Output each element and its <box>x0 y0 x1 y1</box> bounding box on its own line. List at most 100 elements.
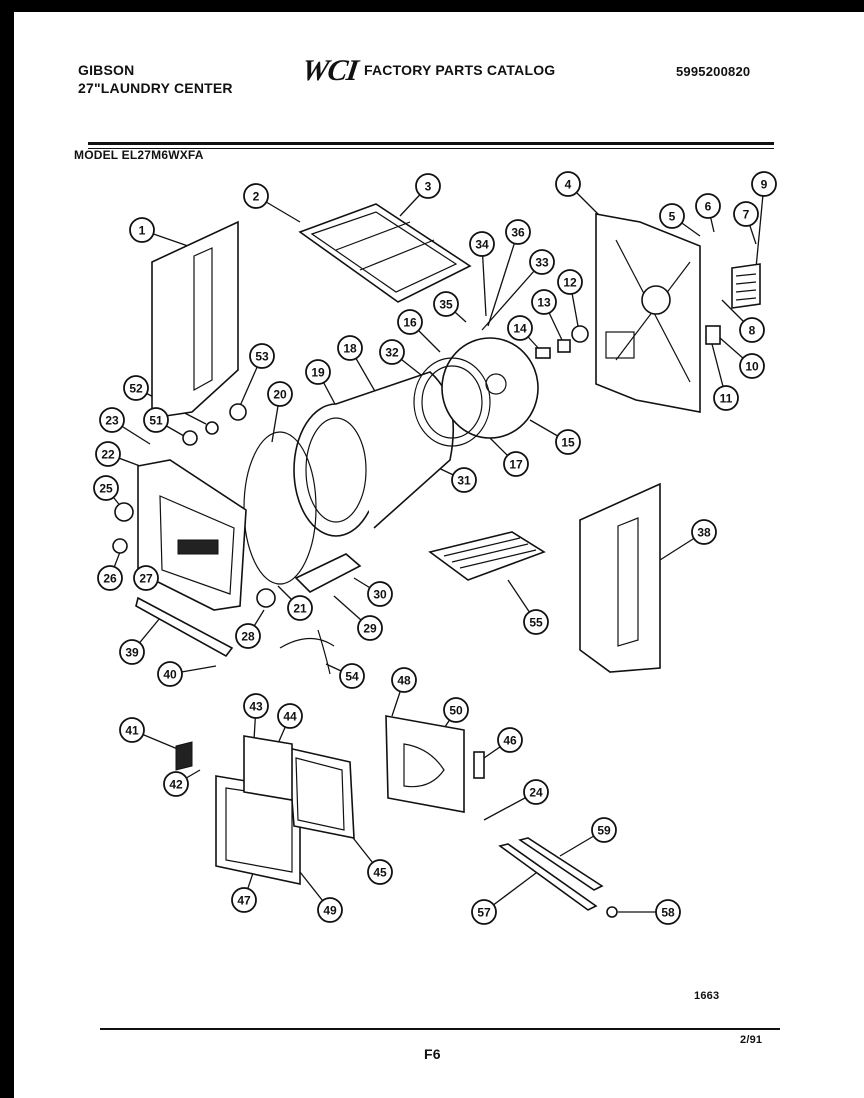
callout-18: 18 <box>337 335 363 361</box>
callout-4: 4 <box>555 171 581 197</box>
callout-bubble-2 <box>243 183 269 209</box>
callout-number-25: 25 <box>99 482 113 496</box>
callout-bubble-6 <box>695 193 721 219</box>
part-access-panel <box>385 715 465 813</box>
callout-53: 53 <box>249 343 275 369</box>
catalog-number: 5995200820 <box>676 64 751 79</box>
callout-34: 34 <box>469 231 495 257</box>
part-rear-panel <box>595 213 701 413</box>
part-base-rail-lower <box>498 843 598 911</box>
callout-bubble-25 <box>93 475 119 501</box>
callout-bubble-3 <box>415 173 441 199</box>
leader-line-33 <box>481 261 543 331</box>
callout-10: 10 <box>739 353 765 379</box>
callout-bubble-10 <box>739 353 765 379</box>
callout-bubble-21 <box>287 595 313 621</box>
callout-54: 54 <box>339 663 365 689</box>
callout-1: 1 <box>129 217 155 243</box>
callout-bubble-11 <box>713 385 739 411</box>
callout-number-52: 52 <box>129 382 143 396</box>
callout-bubble-9 <box>751 171 777 197</box>
callout-number-33: 33 <box>535 256 549 270</box>
callout-bubble-8 <box>739 317 765 343</box>
callout-number-59: 59 <box>597 824 611 838</box>
callout-bubble-53 <box>249 343 275 369</box>
callout-number-29: 29 <box>363 622 377 636</box>
callout-58: 58 <box>655 899 681 925</box>
callout-number-40: 40 <box>163 668 177 682</box>
callout-31: 31 <box>451 467 477 493</box>
callout-number-15: 15 <box>561 436 575 450</box>
callout-number-14: 14 <box>513 322 527 336</box>
callout-number-8: 8 <box>749 324 756 338</box>
callout-bubble-4 <box>555 171 581 197</box>
callout-bubble-38 <box>691 519 717 545</box>
callout-33: 33 <box>529 249 555 275</box>
callout-17: 17 <box>503 451 529 477</box>
callout-number-22: 22 <box>101 448 115 462</box>
callout-bubble-35 <box>433 291 459 317</box>
callout-11: 11 <box>713 385 739 411</box>
callout-number-31: 31 <box>457 474 471 488</box>
callout-21: 21 <box>287 595 313 621</box>
part-hinge <box>175 741 193 771</box>
callout-number-43: 43 <box>249 700 263 714</box>
callout-30: 30 <box>367 581 393 607</box>
callout-51: 51 <box>143 407 169 433</box>
callout-number-17: 17 <box>509 458 523 472</box>
callout-bubble-42 <box>163 771 189 797</box>
callout-43: 43 <box>243 693 269 719</box>
callout-bubble-45 <box>367 859 393 885</box>
callout-16: 16 <box>397 309 423 335</box>
callout-bubble-18 <box>337 335 363 361</box>
callout-number-10: 10 <box>745 360 759 374</box>
callout-number-35: 35 <box>439 298 453 312</box>
callout-8: 8 <box>739 317 765 343</box>
callout-number-19: 19 <box>311 366 325 380</box>
callout-25: 25 <box>93 475 119 501</box>
callout-22: 22 <box>95 441 121 467</box>
callout-number-21: 21 <box>293 602 307 616</box>
part-small-hardware <box>112 325 721 918</box>
callout-bubble-19 <box>305 359 331 385</box>
footer-rule <box>100 1028 780 1030</box>
callout-bubble-26 <box>97 565 123 591</box>
part-door-seal-strip <box>135 596 234 658</box>
callout-35: 35 <box>433 291 459 317</box>
callout-bubble-40 <box>157 661 183 687</box>
part-side-panel-right <box>579 482 661 673</box>
callout-number-45: 45 <box>373 866 387 880</box>
callout-bubble-50 <box>443 697 469 723</box>
part-lint-filter <box>294 553 362 593</box>
callout-bubble-7 <box>733 201 759 227</box>
part-wire-harness <box>279 629 335 675</box>
callout-24: 24 <box>523 779 549 805</box>
callout-number-28: 28 <box>241 630 255 644</box>
callout-bubble-31 <box>451 467 477 493</box>
callout-6: 6 <box>695 193 721 219</box>
callout-number-18: 18 <box>343 342 357 356</box>
callout-number-50: 50 <box>449 704 463 718</box>
callout-38: 38 <box>691 519 717 545</box>
callout-number-41: 41 <box>125 724 139 738</box>
header-rule-thick <box>88 142 774 145</box>
callout-bubble-28 <box>235 623 261 649</box>
callout-bubble-23 <box>99 407 125 433</box>
callout-number-23: 23 <box>105 414 119 428</box>
callout-41: 41 <box>119 717 145 743</box>
leader-line-36 <box>487 231 519 327</box>
callout-bubble-47 <box>231 887 257 913</box>
callout-bubble-32 <box>379 339 405 365</box>
callout-number-16: 16 <box>403 316 417 330</box>
callout-number-4: 4 <box>565 178 572 192</box>
callout-50: 50 <box>443 697 469 723</box>
callout-number-58: 58 <box>661 906 675 920</box>
callout-39: 39 <box>119 639 145 665</box>
part-base-rail-upper <box>518 837 604 891</box>
page-number: F6 <box>424 1046 441 1062</box>
callout-number-11: 11 <box>720 392 733 406</box>
callout-52: 52 <box>123 375 149 401</box>
callout-23: 23 <box>99 407 125 433</box>
callout-number-30: 30 <box>373 588 387 602</box>
